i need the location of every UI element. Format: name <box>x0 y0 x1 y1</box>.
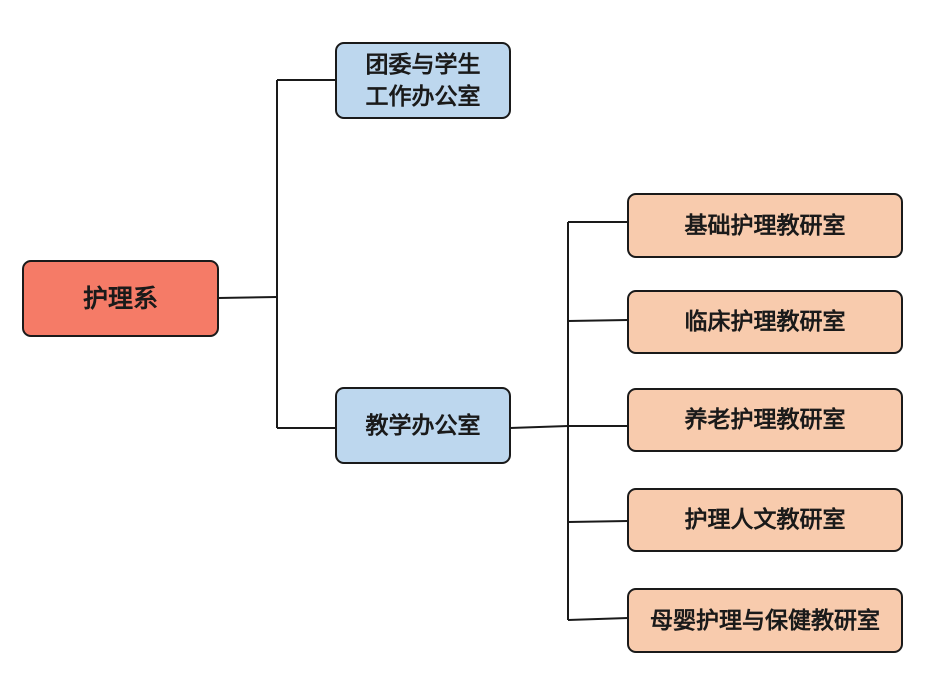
office-node-label-line1: 团委与学生 <box>365 50 481 78</box>
section-node-clinical-nursing: 临床护理教研室 <box>627 290 903 354</box>
section-node-label: 养老护理教研室 <box>684 406 846 433</box>
section-node-label: 护理人文教研室 <box>684 506 846 533</box>
section-node-label: 临床护理教研室 <box>684 308 846 335</box>
section-node-nursing-humanities: 护理人文教研室 <box>627 488 903 552</box>
section-node-maternal-infant-health: 母婴护理与保健教研室 <box>627 588 903 653</box>
section-node-basic-nursing: 基础护理教研室 <box>627 193 903 258</box>
section-node-elderly-care-nursing: 养老护理教研室 <box>627 388 903 452</box>
connector-root-out <box>217 296 278 299</box>
section-node-label: 基础护理教研室 <box>684 211 846 239</box>
office-node-teaching: 教学办公室 <box>335 387 511 464</box>
connector-office-2-out <box>509 425 569 429</box>
office-node-label-line2: 工作办公室 <box>365 82 481 110</box>
section-node-label: 母婴护理与保健教研室 <box>650 606 880 634</box>
root-node-label: 护理系 <box>82 283 158 313</box>
connector-to-section-2 <box>567 319 629 322</box>
office-node-league-student-affairs: 团委与学生 工作办公室 <box>335 42 511 119</box>
connector-to-section-5 <box>567 617 629 621</box>
root-node-nursing-dept: 护理系 <box>22 260 219 337</box>
connector-to-section-4 <box>567 520 629 523</box>
office-node-label: 教学办公室 <box>365 411 481 439</box>
